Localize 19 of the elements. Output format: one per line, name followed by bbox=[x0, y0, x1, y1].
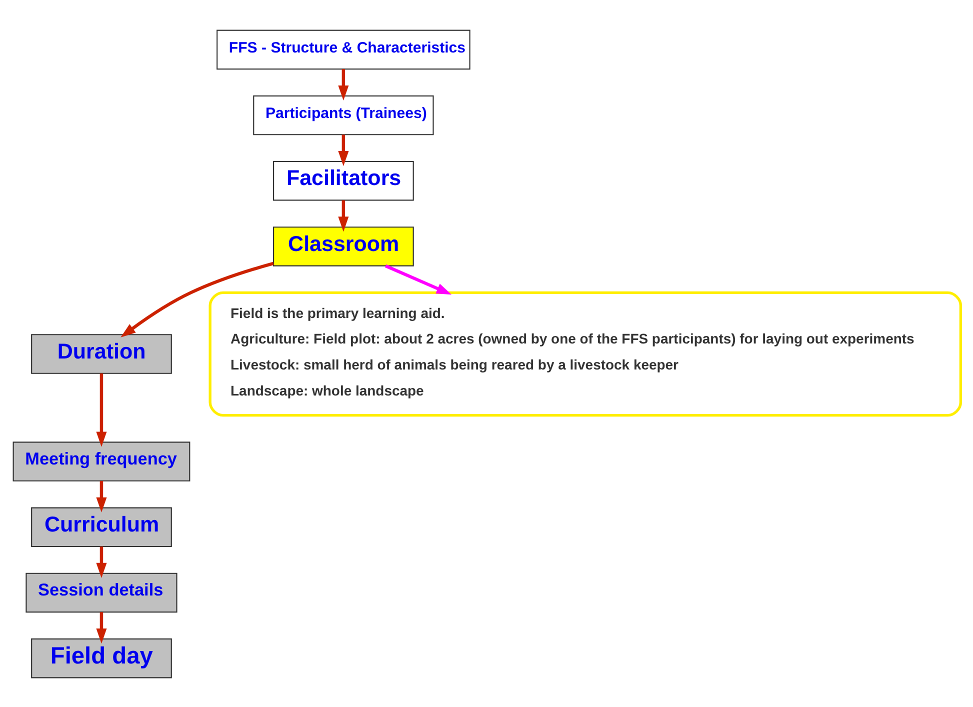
arrow bbox=[96, 372, 106, 446]
arrow bbox=[338, 134, 348, 166]
node-box: Facilitators bbox=[272, 160, 414, 200]
arrow bbox=[120, 261, 274, 337]
node-box: Curriculum bbox=[30, 506, 172, 547]
arrow bbox=[96, 480, 106, 512]
arrow bbox=[384, 264, 452, 294]
node-box: Duration bbox=[30, 334, 172, 374]
node-box: Field day bbox=[30, 638, 172, 678]
arrow bbox=[338, 200, 348, 232]
node-box: Field is the primary learning aid. Agriculture: Field plot: about 2 acres (owned by one of the FFS participants) for laying out experiments Livestock: small herd of animals being reared by a livestock keeper Landscape: whole landscape bbox=[208, 290, 962, 416]
arrow bbox=[96, 546, 106, 578]
node-box: Classroom bbox=[272, 226, 414, 266]
node-box: Meeting frequency bbox=[12, 441, 190, 481]
arrow bbox=[338, 68, 348, 100]
node-box: Session details bbox=[25, 572, 177, 612]
arrow bbox=[96, 612, 106, 644]
node-box: FFS - Structure & Characteristics bbox=[216, 29, 470, 70]
node-box: Participants (Trainees) bbox=[252, 94, 434, 135]
